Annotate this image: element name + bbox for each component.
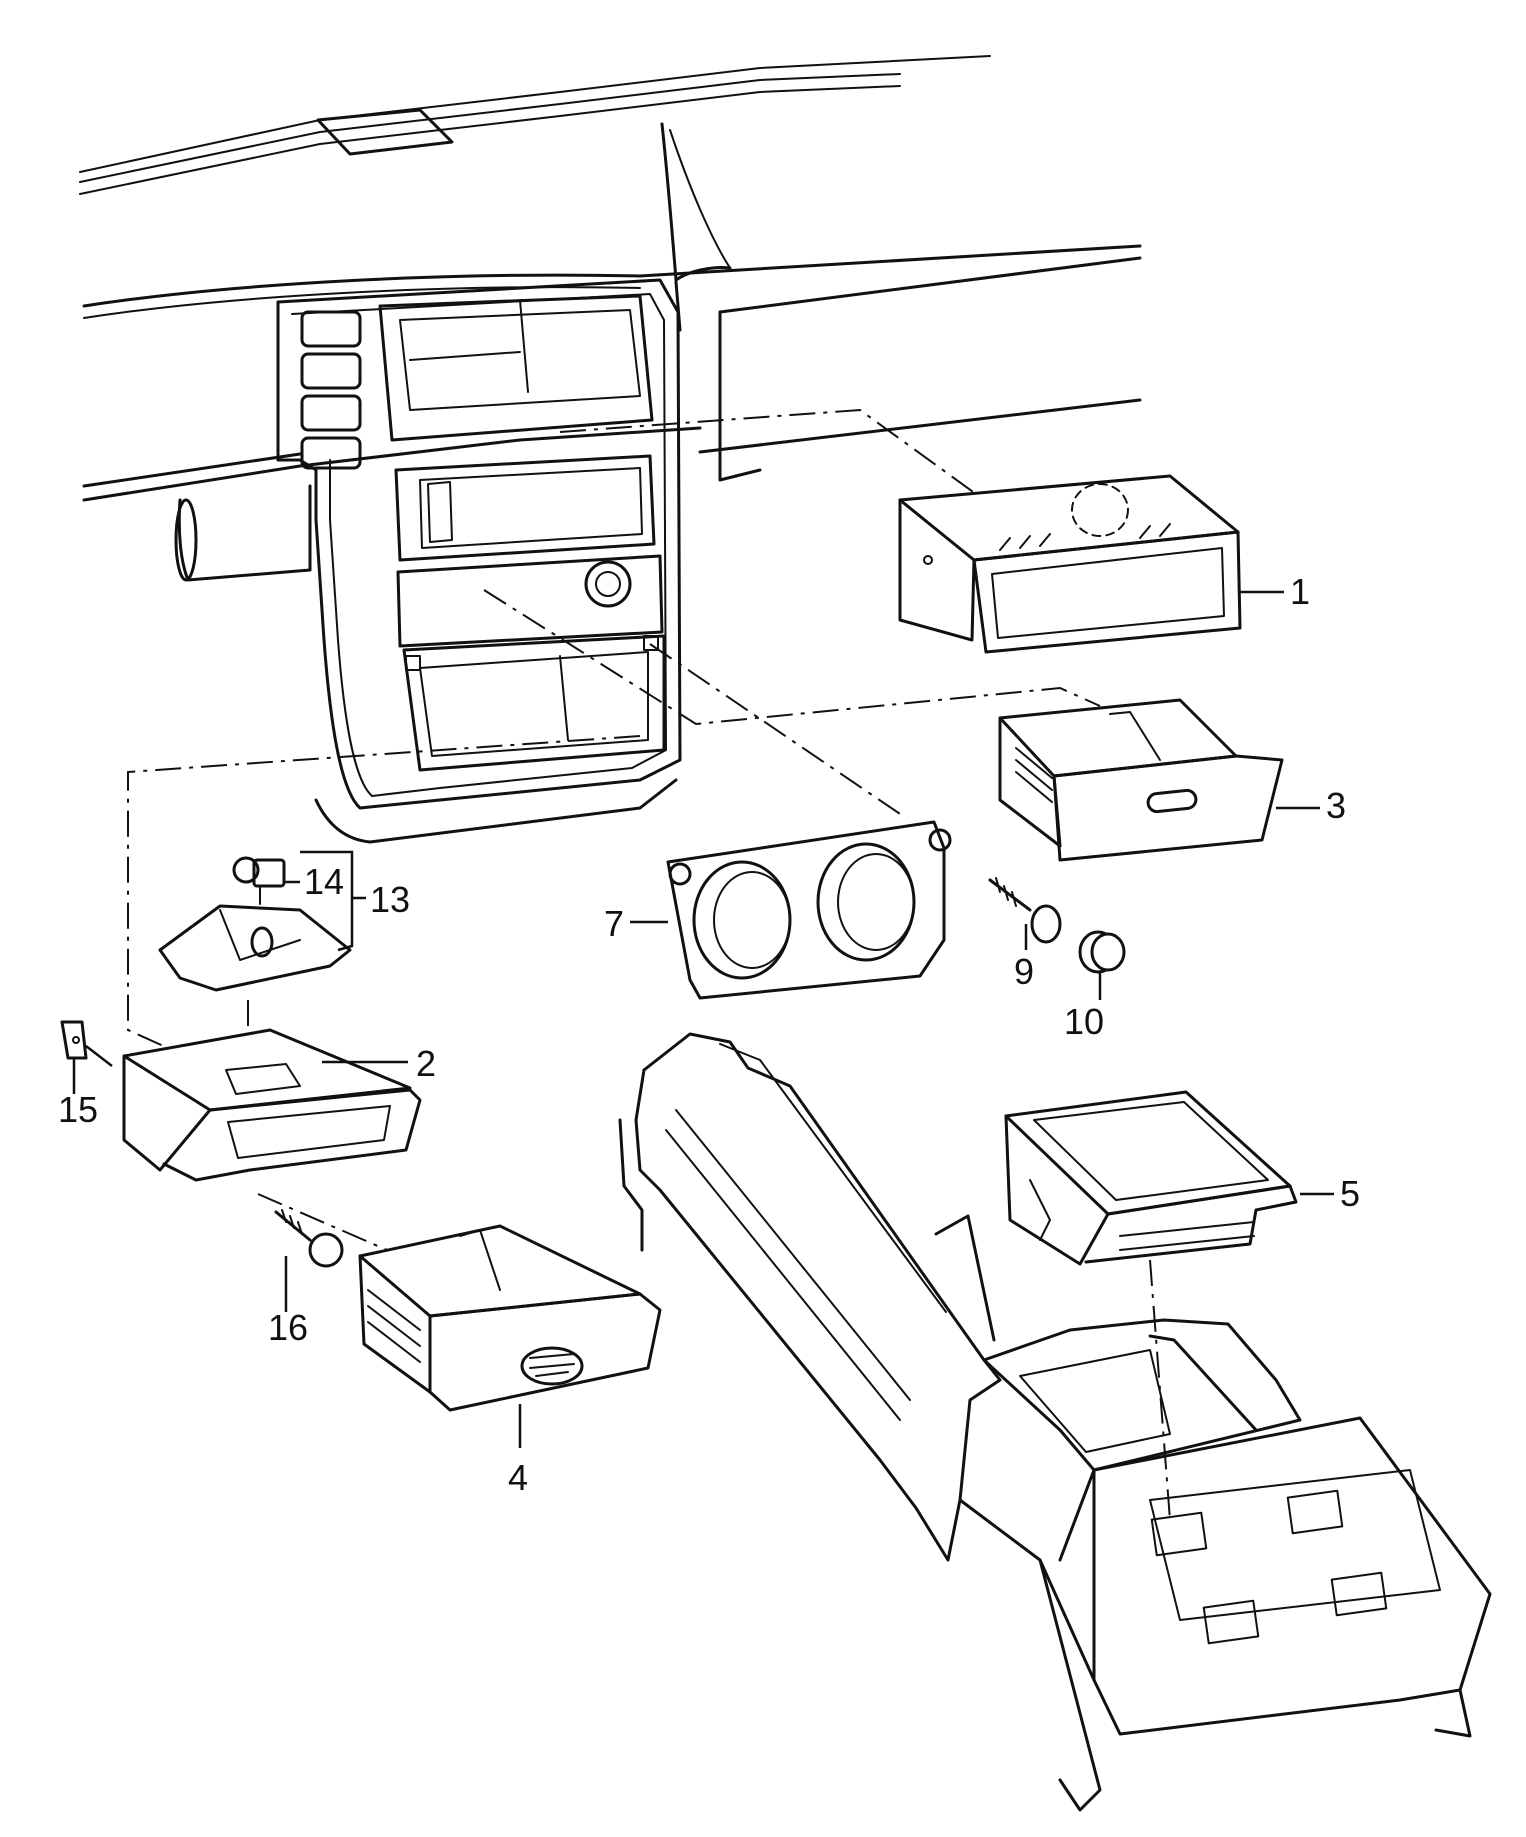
callout-1: 1 xyxy=(1290,571,1310,612)
part-5-armrest-storage xyxy=(1004,1090,1298,1266)
a-pillar xyxy=(660,122,732,282)
vent-slot-3 xyxy=(300,394,362,432)
vent-slot-1 xyxy=(300,310,362,348)
floor-console xyxy=(618,1032,1492,1812)
part-3-ashtray-insert xyxy=(998,698,1284,862)
callout-4: 4 xyxy=(508,1457,528,1498)
part-15-clip xyxy=(60,1020,88,1060)
part-16-screw xyxy=(274,1209,344,1268)
sensor-plate xyxy=(316,108,454,156)
callout-7: 7 xyxy=(604,903,624,944)
part-2-bracket xyxy=(122,1028,422,1182)
part-13-lamp-housing xyxy=(158,904,352,992)
callout-10: 10 xyxy=(1064,1001,1104,1042)
callouts: 1 2 3 4 5 7 9 10 13 14 15 16 xyxy=(58,571,1360,1498)
part-14-bulb-holder xyxy=(232,856,286,905)
part-10-cap xyxy=(1078,930,1126,974)
part-9-screw xyxy=(988,877,1062,944)
callout-13: 13 xyxy=(370,879,410,920)
leader-15 xyxy=(72,1045,113,1094)
leader-lines xyxy=(72,590,1334,1448)
callout-9: 9 xyxy=(1014,951,1034,992)
callout-2: 2 xyxy=(416,1043,436,1084)
callout-14: 14 xyxy=(304,861,344,902)
center-stack xyxy=(276,278,682,844)
part-4-ashtray-drawer xyxy=(358,1224,662,1412)
part-1-storage-compartment xyxy=(898,474,1242,654)
callout-3: 3 xyxy=(1326,785,1346,826)
air-duct xyxy=(174,484,312,582)
callout-5: 5 xyxy=(1340,1173,1360,1214)
windshield-lines xyxy=(79,55,991,195)
part-7-gauge-panel xyxy=(666,820,952,1000)
callout-15: 15 xyxy=(58,1089,98,1130)
dashboard-top xyxy=(82,244,1142,502)
ashtray-lighter-socket xyxy=(584,560,632,608)
vent-slot-4 xyxy=(300,436,362,470)
vent-slot-2 xyxy=(300,352,362,390)
callout-16: 16 xyxy=(268,1307,308,1348)
